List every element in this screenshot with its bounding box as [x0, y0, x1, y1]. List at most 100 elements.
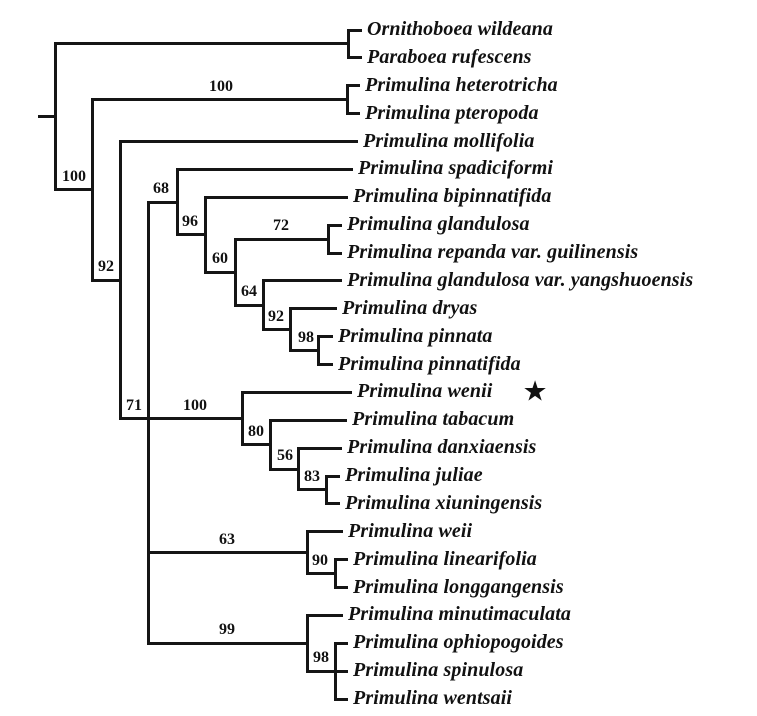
branch-line-horizontal [177, 167, 353, 171]
branch-line-vertical [175, 167, 179, 237]
support-value: 96 [182, 212, 198, 230]
branch-line-horizontal [335, 697, 348, 701]
branch-line-vertical [324, 474, 328, 506]
branch-line-vertical [90, 98, 94, 282]
taxon-label: Primulina juliae [345, 464, 483, 487]
branch-line-horizontal [298, 488, 326, 492]
taxon-label: Primulina tabacum [352, 408, 515, 431]
support-value: 100 [183, 396, 207, 414]
support-value: 92 [98, 258, 114, 275]
branch-line-vertical [326, 223, 330, 255]
branch-line-horizontal [242, 443, 270, 447]
support-value: 92 [268, 307, 284, 325]
branch-line-horizontal [270, 418, 347, 422]
branch-line-horizontal [290, 349, 318, 353]
support-value: 98 [298, 328, 314, 346]
taxon-label: Primulina bipinnatifida [353, 185, 552, 208]
branch-line-horizontal [148, 551, 307, 555]
branch-line-vertical [146, 200, 150, 645]
taxon-label: Primulina spinulosa [353, 659, 524, 682]
branch-line-horizontal [328, 251, 342, 255]
taxon-label: Paraboea rufescens [367, 45, 532, 68]
branch-line-horizontal [263, 328, 290, 332]
support-value: 72 [273, 217, 289, 235]
branch-line-horizontal [347, 112, 360, 116]
branch-line-horizontal [348, 28, 362, 32]
taxon-label: Primulina ophiopogoides [353, 631, 564, 654]
support-value: 98 [313, 649, 329, 667]
support-value: 83 [304, 467, 320, 485]
branch-line-vertical [333, 558, 337, 589]
branch-line-horizontal [148, 200, 177, 204]
branch-line-horizontal [235, 237, 328, 241]
taxon-label: Primulina wentsaii [353, 687, 513, 710]
taxon-label: Primulina spadiciformi [358, 157, 554, 180]
branch-line-horizontal [205, 195, 348, 199]
branch-line-horizontal [205, 270, 235, 274]
branch-line-horizontal [307, 613, 343, 617]
taxon-label: Primulina pinnatifida [338, 352, 521, 375]
branch-line-vertical [233, 237, 237, 307]
taxon-label: Primulina glandulosa var. yangshuoensis [347, 268, 694, 291]
branch-line-horizontal [120, 140, 358, 143]
branch-line-vertical [118, 140, 122, 420]
branch-line-vertical [53, 42, 57, 192]
branch-line-vertical [268, 418, 272, 471]
branch-line-horizontal [335, 669, 348, 673]
taxon-label: Ornithoboea wildeana [367, 18, 553, 41]
branch-line-vertical [346, 28, 350, 60]
branch-line-horizontal [328, 223, 342, 227]
support-value: 56 [277, 447, 293, 465]
taxon-label: Primulina glandulosa [347, 213, 530, 236]
taxon-label: Primulina linearifolia [353, 547, 537, 570]
branch-line-horizontal [347, 84, 360, 88]
taxon-label: Primulina longgangensis [353, 575, 564, 598]
support-value: 100 [62, 167, 86, 185]
support-value: 60 [212, 250, 228, 268]
branch-line-horizontal [92, 278, 120, 282]
branch-line-horizontal [318, 335, 333, 339]
branch-line-horizontal [307, 669, 335, 673]
support-value: 71 [126, 396, 142, 414]
branch-line-horizontal [348, 56, 362, 60]
taxon-label: Primulina xiuningensis [345, 491, 543, 514]
taxon-label: Primulina repanda var. guilinensis [347, 241, 639, 264]
taxon-label: Primulina minutimaculata [348, 603, 572, 626]
support-value: 80 [248, 422, 264, 440]
branch-line-horizontal [326, 474, 340, 478]
branch-line-horizontal [307, 572, 335, 576]
branch-line-horizontal [55, 42, 348, 46]
star-icon: ★ [522, 374, 548, 408]
support-value: 90 [312, 551, 328, 569]
branch-line-vertical [203, 195, 207, 274]
branch-line-horizontal [235, 303, 263, 307]
branch-line-vertical [261, 279, 265, 332]
branch-line-horizontal [92, 98, 347, 102]
branch-line-vertical [296, 446, 300, 492]
branch-line-vertical [288, 307, 292, 353]
branch-line-horizontal [242, 390, 352, 394]
taxon-label: Primulina danxiaensis [347, 436, 537, 459]
support-value: 100 [209, 77, 233, 95]
taxon-label: Primulina wenii [357, 380, 493, 403]
taxon-label: Primulina mollifolia [363, 129, 535, 152]
branch-line-horizontal [263, 279, 342, 283]
branch-line-horizontal [318, 363, 333, 366]
branch-line-vertical [240, 390, 244, 447]
branch-line-horizontal [55, 188, 92, 192]
branch-line-horizontal [335, 641, 348, 645]
branch-line-horizontal [38, 115, 55, 119]
support-value: 99 [219, 621, 235, 639]
support-value: 68 [153, 180, 169, 198]
taxon-label: Primulina dryas [342, 296, 478, 319]
branch-line-vertical [316, 335, 320, 366]
branch-line-horizontal [307, 530, 343, 534]
branch-line-horizontal [335, 558, 348, 562]
branch-line-horizontal [335, 586, 348, 589]
branch-line-horizontal [326, 502, 340, 506]
branch-line-horizontal [290, 307, 337, 311]
support-value: 63 [219, 530, 235, 548]
branch-line-horizontal [177, 233, 205, 237]
branch-line-horizontal [270, 467, 298, 471]
